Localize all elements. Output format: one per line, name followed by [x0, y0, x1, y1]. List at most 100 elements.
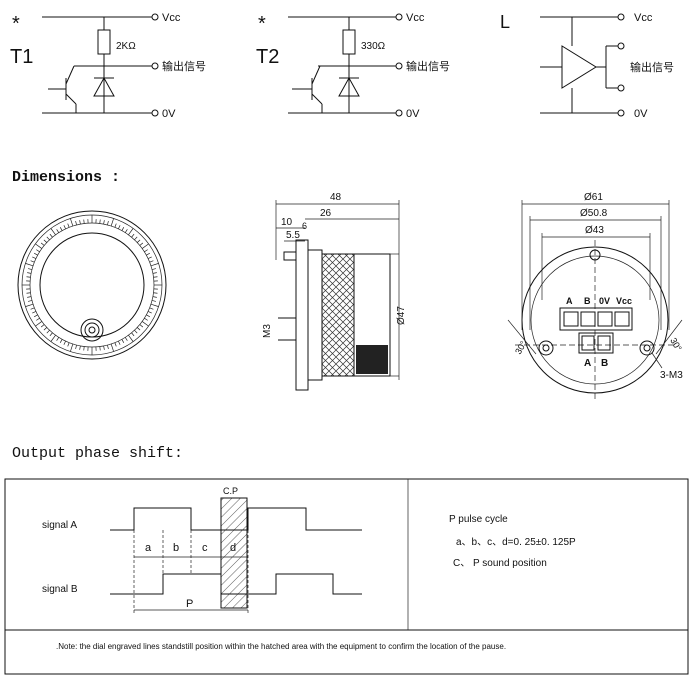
dial-tick	[27, 296, 32, 298]
dial-tick	[149, 307, 154, 310]
seg-a: a	[145, 542, 152, 554]
dial-tick	[56, 337, 60, 341]
l-label: L	[500, 12, 510, 32]
phase-heading: Output phase shift:	[12, 445, 183, 462]
dial-tick	[27, 272, 32, 274]
dial-tick	[144, 317, 148, 321]
dial-tick	[146, 314, 151, 318]
mount-hole-left	[538, 340, 554, 356]
seg-p: P	[186, 598, 193, 610]
seg-b: b	[173, 542, 179, 554]
dial-tick	[124, 229, 128, 233]
signal-a-label: signal A	[42, 520, 77, 531]
formula-text: a、b、c、d=0. 25±0. 125P	[456, 537, 576, 548]
t1-star: *	[12, 13, 20, 35]
dial-tick	[43, 327, 48, 331]
dim-dia-50-8: Ø50.8	[580, 208, 608, 219]
dial-tick	[151, 300, 157, 302]
dial-tick	[134, 329, 138, 334]
dial-tick	[75, 344, 77, 350]
dial-tick	[152, 296, 157, 298]
dial-tick	[151, 268, 157, 270]
dial-tick	[40, 324, 45, 328]
dial-tick	[124, 337, 128, 341]
dim-10: 10	[281, 217, 293, 228]
phase-box: signal A signal B C.P a b c d P P pulse …	[4, 478, 689, 675]
dial-tick	[146, 252, 151, 256]
dim-6: 6	[302, 221, 307, 231]
dial-tick	[46, 329, 50, 334]
dial-tick	[131, 332, 135, 337]
dial-tick	[150, 303, 159, 307]
t2-ground-terminal	[395, 109, 403, 117]
dial-tick	[33, 314, 38, 318]
dial-tick	[26, 292, 31, 294]
angle-left: 30°	[513, 339, 529, 356]
t2-vcc-terminal	[395, 13, 403, 21]
t1-ground-label: 0V	[162, 108, 176, 120]
side-dial-plate	[295, 239, 309, 391]
terminal-b-label: B	[584, 296, 591, 306]
dim-dia-61: Ø61	[584, 192, 603, 203]
dial-tick	[27, 268, 33, 270]
dial-tick	[103, 345, 105, 350]
dial-tick	[79, 220, 81, 225]
signal-b-waveform	[110, 573, 362, 595]
dial-tick	[99, 219, 101, 224]
dial-tick	[59, 226, 63, 231]
dial-tick	[141, 243, 149, 249]
dial-tick	[83, 219, 85, 224]
circuit-t1: * T1 Vcc 0V 2KΩ 输出信号	[10, 12, 206, 120]
dial-tick	[150, 263, 159, 267]
dial-tick	[63, 225, 66, 230]
dial-tick	[118, 340, 121, 345]
cp-label: C.P	[223, 486, 238, 496]
dial-tick	[83, 346, 85, 351]
dial-tick	[107, 220, 109, 226]
l-output-label: 输出信号	[630, 60, 674, 74]
t1-resistor-value: 2KΩ	[116, 41, 136, 52]
dim-5-5: 5.5	[286, 230, 300, 241]
t1-vcc-label: Vcc	[162, 12, 181, 24]
dial-tick	[114, 223, 117, 228]
dial-tick	[141, 321, 149, 327]
circuit-t2: * T2 Vcc 0V 330Ω 输出信号	[256, 12, 450, 120]
dial-tick	[118, 225, 121, 230]
angle-right: 30°	[668, 336, 684, 353]
mount-hole-right	[639, 340, 655, 356]
dial-tick	[131, 233, 135, 238]
terminal-a-label: A	[566, 296, 573, 306]
dial-tick	[144, 249, 148, 253]
dial-tick	[43, 239, 48, 243]
dial-tick	[25, 263, 34, 267]
dial-tick	[134, 236, 138, 241]
dial-tick	[147, 311, 152, 314]
dial-tick	[49, 233, 53, 238]
l-vcc-terminal	[617, 13, 625, 21]
side-view: 48 26 10 6 5.5 Ø47 M3	[262, 192, 407, 391]
side-knurled-ring	[321, 253, 355, 377]
dial-tick	[99, 346, 101, 351]
dial-tick	[36, 249, 40, 253]
dial-tick	[153, 292, 158, 294]
dial-tick	[114, 342, 117, 347]
dial-tick	[149, 260, 154, 263]
dial-tick	[153, 276, 158, 278]
t2-label: T2	[256, 46, 279, 68]
t1-resistor	[97, 29, 111, 55]
side-body	[353, 253, 391, 377]
front-view	[17, 210, 167, 360]
t1-output-label: 输出信号	[162, 59, 206, 73]
dial-tick	[70, 218, 74, 227]
dial-tick	[70, 343, 74, 352]
dial-tick	[33, 252, 38, 256]
dial-tick	[30, 260, 35, 263]
t2-resistor-value: 330Ω	[361, 41, 386, 52]
dial-tick	[147, 256, 152, 259]
dial-tick	[30, 307, 35, 310]
circuit-l: L Vcc 0V 输出信号	[500, 12, 674, 120]
t1-vcc-terminal	[151, 13, 159, 21]
dial-tick	[75, 220, 77, 226]
